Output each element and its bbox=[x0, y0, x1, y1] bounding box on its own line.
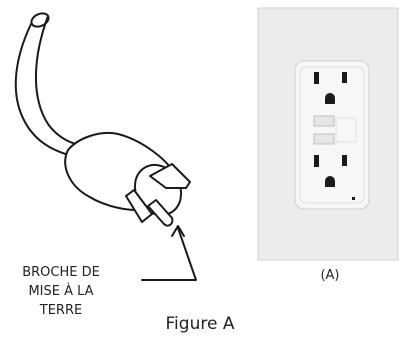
callout-line-3: TERRE bbox=[39, 303, 83, 318]
lower-slot-left bbox=[314, 155, 319, 167]
upper-slot-right bbox=[342, 72, 347, 83]
ground-pin-callout-label: BROCHE DE MISE À LA TERRE bbox=[0, 263, 122, 320]
lower-ground-hole bbox=[325, 176, 335, 187]
reset-button bbox=[313, 133, 335, 145]
test-button bbox=[313, 115, 335, 127]
cord bbox=[14, 23, 73, 157]
plug-icon bbox=[14, 12, 191, 227]
gfci-outlet-icon bbox=[257, 7, 399, 261]
ground-pin bbox=[147, 199, 174, 227]
callout-line-1: BROCHE DE bbox=[22, 265, 100, 280]
callout-line-2: MISE À LA bbox=[28, 284, 94, 299]
figure-caption: Figure A bbox=[165, 314, 235, 334]
prong-top bbox=[149, 163, 191, 189]
cord-inner bbox=[34, 15, 85, 147]
indicator-light bbox=[352, 197, 355, 200]
panel-label: (A) bbox=[320, 268, 340, 283]
upper-ground-hole bbox=[325, 93, 335, 104]
lower-slot-right bbox=[342, 155, 347, 166]
upper-slot-left bbox=[314, 72, 319, 84]
ground-pin-arrow-icon bbox=[141, 225, 197, 281]
prong-bottom bbox=[125, 189, 153, 223]
